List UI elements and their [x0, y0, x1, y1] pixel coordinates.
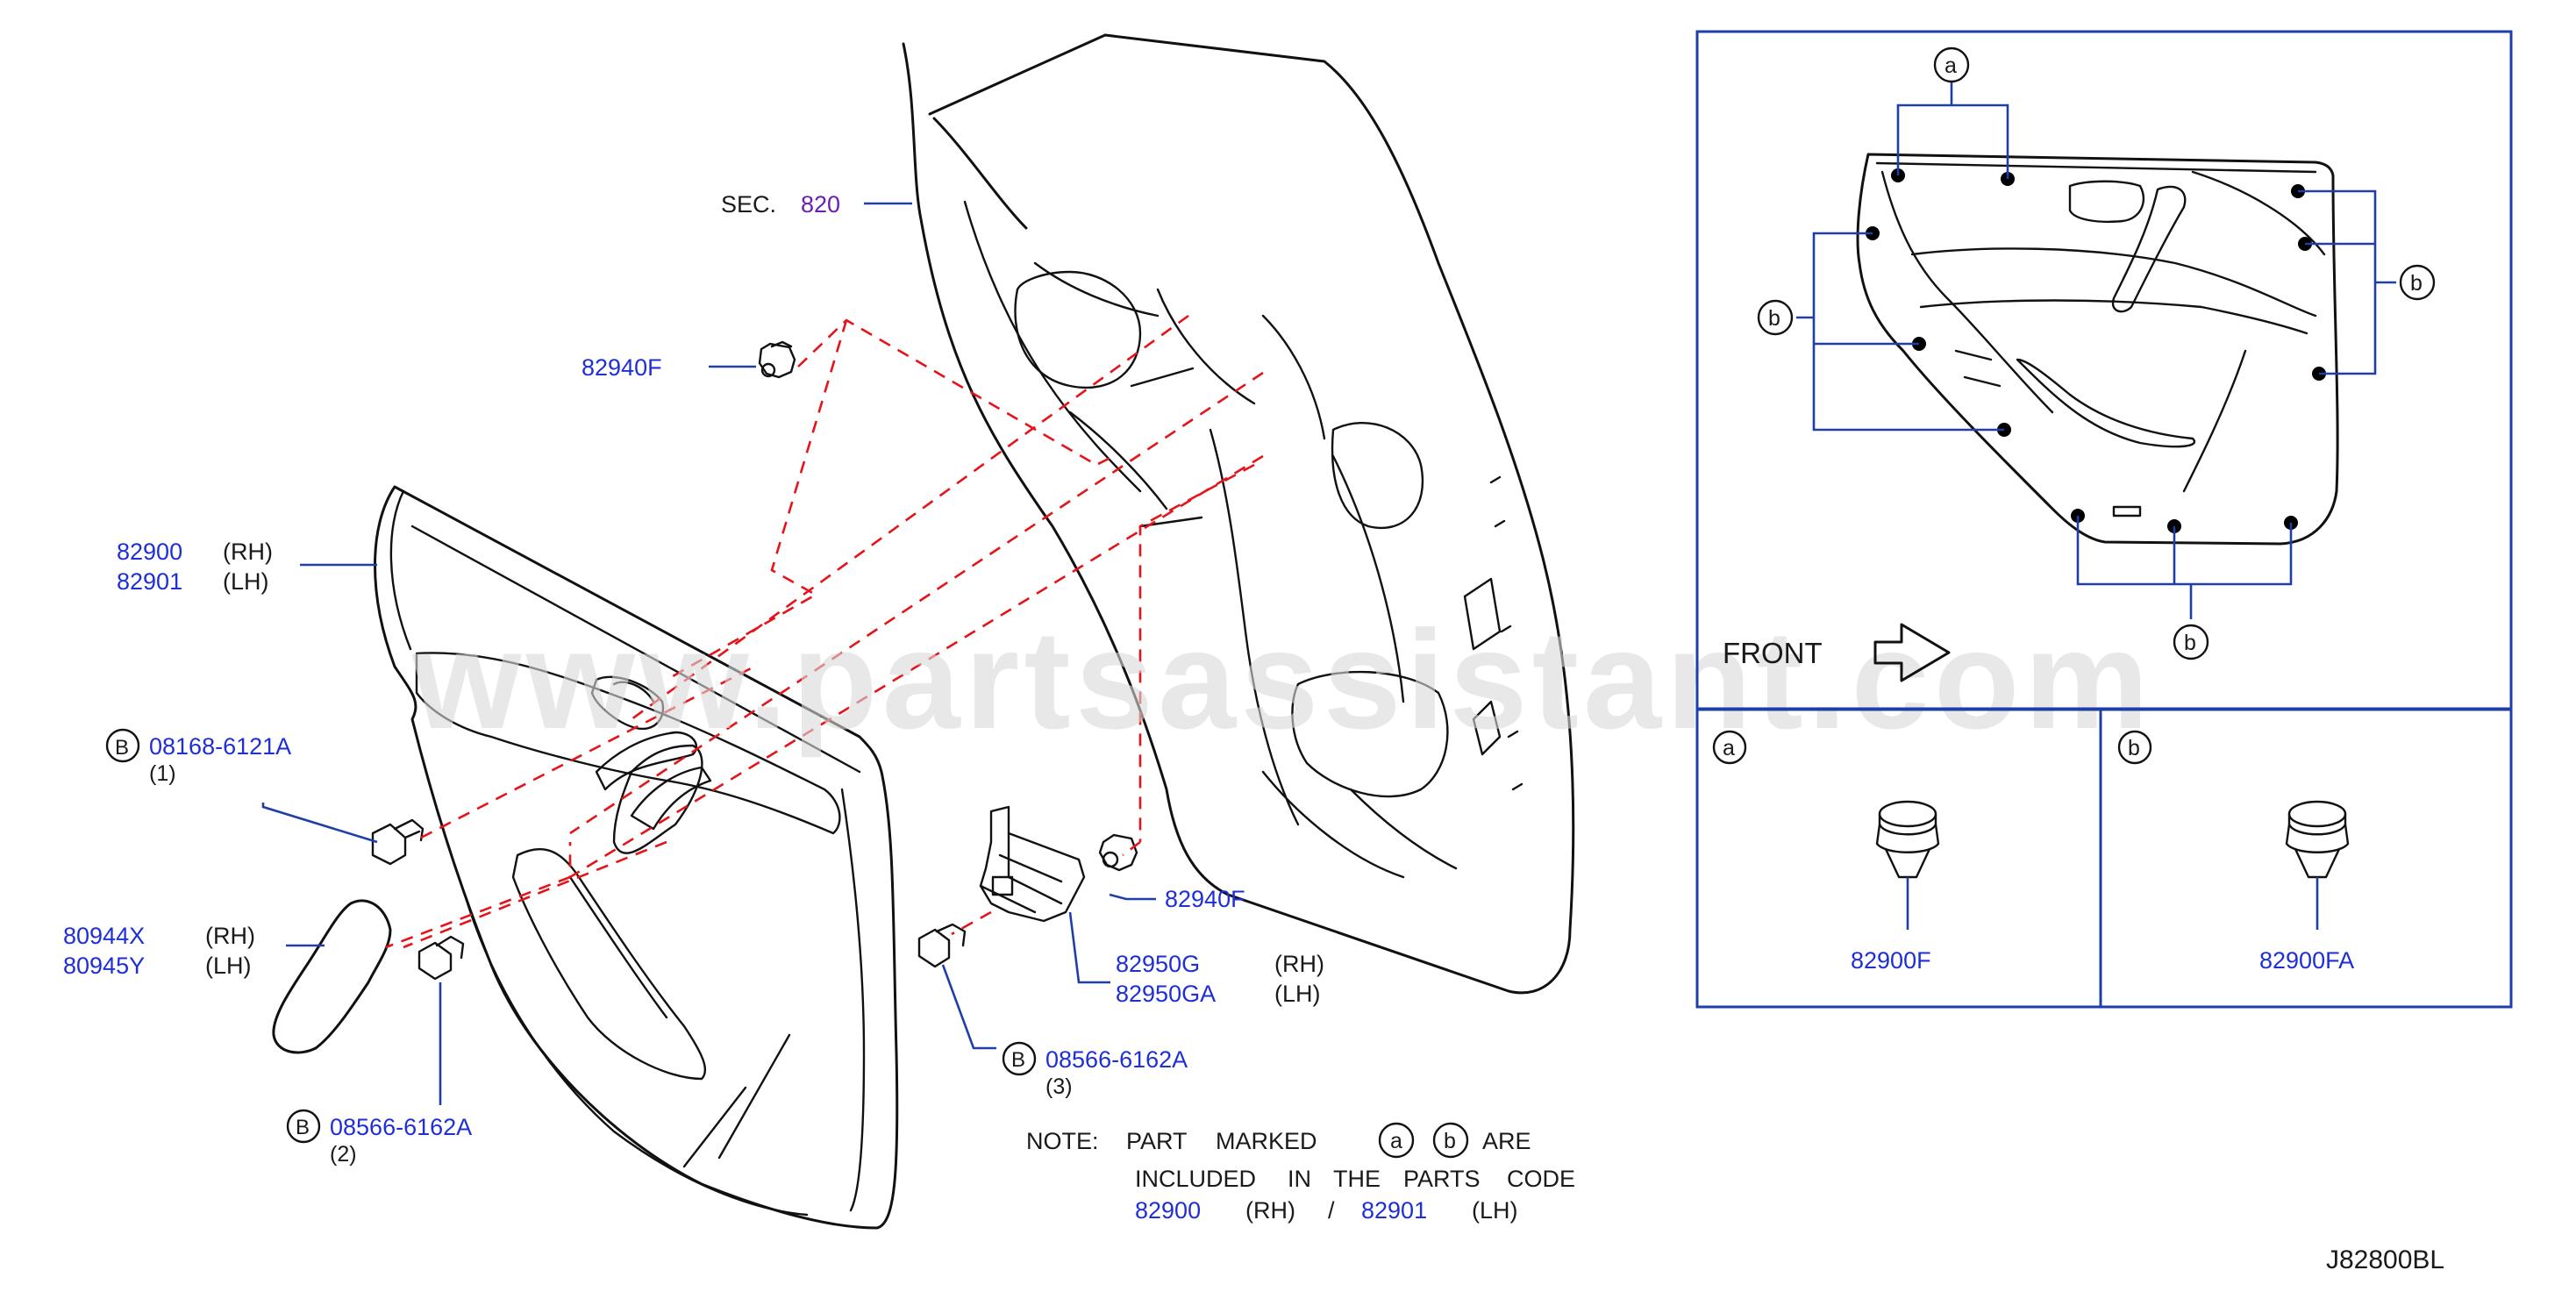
door-finisher-80944X — [272, 899, 392, 1054]
bolt1-marker: B — [115, 736, 129, 760]
inset-marker-a: a — [1944, 54, 1957, 78]
note-word-marked: MARKED — [1216, 1128, 1317, 1154]
note-word-included: INCLUDED — [1135, 1166, 1256, 1192]
clip-82940F-top — [758, 340, 796, 379]
note-part-lh[interactable]: 82901 — [1361, 1197, 1427, 1224]
front-label: FRONT — [1723, 637, 1823, 669]
leader-lines — [261, 202, 1156, 1105]
note-word-the: THE — [1333, 1166, 1381, 1192]
box-b-part[interactable]: 82900FA — [2259, 947, 2354, 974]
inset-marker-b-left: b — [1768, 306, 1780, 331]
callout-82940F-mid[interactable]: 82940F — [1165, 886, 1245, 912]
inset-marker-b-bottom: b — [2184, 631, 2196, 655]
note-marker-a: a — [1390, 1129, 1402, 1153]
trim-lh-side: (LH) — [223, 568, 269, 595]
bolt1-part[interactable]: 08168-6121A — [149, 733, 291, 760]
bracket-rh-part[interactable]: 82950G — [1116, 951, 1200, 977]
finisher-lh-side: (LH) — [205, 953, 252, 979]
callout-bolt-3: B 08566-6162A (3) — [1002, 1041, 1188, 1099]
section-prefix: SEC. — [721, 191, 776, 218]
clip-82900FA-icon — [2285, 800, 2350, 879]
inset-trim-outline — [1856, 153, 2339, 546]
section-reference[interactable]: SEC. 820 — [721, 191, 840, 218]
note-part-rh[interactable]: 82900 — [1135, 1197, 1201, 1224]
bolt2-part[interactable]: 08566-6162A — [330, 1114, 472, 1140]
note-word-code: CODE — [1507, 1166, 1575, 1192]
bracket-lh-part[interactable]: 82950GA — [1116, 981, 1216, 1007]
diagram-code: J82800BL — [2326, 1245, 2444, 1274]
callout-bolt-1: B 08168-6121A (1) — [105, 728, 291, 786]
bolt-08168-6121A — [371, 818, 425, 866]
note-slash: / — [1328, 1197, 1335, 1224]
bolt1-qty: (1) — [149, 761, 176, 786]
section-number[interactable]: 820 — [801, 191, 840, 218]
bolt-08566-6162A-3 — [917, 923, 967, 968]
bolt2-qty: (2) — [330, 1142, 357, 1167]
door-trim-board — [374, 485, 899, 1230]
trim-lh-part[interactable]: 82901 — [117, 568, 182, 595]
clip-location-inset: a b b b FRONT a 82900F b 82900FA — [1695, 30, 2513, 1009]
pull-handle — [595, 731, 712, 831]
bracket-rh-side: (RH) — [1274, 951, 1324, 977]
door-inner-panel — [902, 33, 1575, 995]
box-b-label: b — [2128, 736, 2140, 760]
trim-rh-side: (RH) — [223, 539, 273, 565]
bracket-82950G — [979, 805, 1086, 923]
note-side-lh: (LH) — [1472, 1197, 1518, 1224]
note-word-in: IN — [1288, 1166, 1311, 1192]
assembly-lines — [385, 314, 1264, 949]
bolt3-part[interactable]: 08566-6162A — [1045, 1046, 1188, 1073]
note-word-part: PART — [1126, 1128, 1188, 1154]
watermark: www.partsassistant.com — [411, 601, 2149, 758]
box-a-part[interactable]: 82900F — [1851, 947, 1931, 974]
callout-bracket: 82950G (RH) 82950GA (LH) — [1116, 951, 1324, 1007]
clip-82900F-icon — [1875, 800, 1940, 879]
callout-trim-board: 82900 (RH) 82901 (LH) — [117, 539, 273, 595]
front-arrow-icon — [1873, 623, 1951, 682]
callout-finisher: 80944X (RH) 80945Y (LH) — [63, 923, 255, 979]
clip-82940F-mid — [1098, 833, 1138, 872]
finisher-rh-part[interactable]: 80944X — [63, 923, 145, 949]
note-word-are: ARE — [1482, 1128, 1531, 1154]
bolt2-marker: B — [296, 1116, 310, 1139]
bolt-08566-6162A-2 — [417, 935, 465, 981]
bolt3-qty: (3) — [1045, 1074, 1073, 1099]
finisher-lh-part[interactable]: 80945Y — [63, 953, 145, 979]
note-side-rh: (RH) — [1245, 1197, 1295, 1224]
trim-rh-part[interactable]: 82900 — [117, 539, 182, 565]
bracket-lh-side: (LH) — [1274, 981, 1321, 1007]
finisher-rh-side: (RH) — [205, 923, 255, 949]
box-a-label: a — [1723, 736, 1735, 760]
bolt3-marker: B — [1011, 1048, 1025, 1072]
callout-82940F-top[interactable]: 82940F — [582, 354, 662, 381]
assembly-note: NOTE: PART MARKED a b ARE INCLUDED IN TH… — [1026, 1122, 1575, 1224]
callout-bolt-2: B 08566-6162A (2) — [286, 1109, 472, 1167]
inset-marker-b-right: b — [2410, 271, 2423, 296]
note-word-parts: PARTS — [1403, 1166, 1481, 1192]
note-prefix: NOTE: — [1026, 1128, 1099, 1154]
note-marker-b: b — [1444, 1129, 1456, 1153]
